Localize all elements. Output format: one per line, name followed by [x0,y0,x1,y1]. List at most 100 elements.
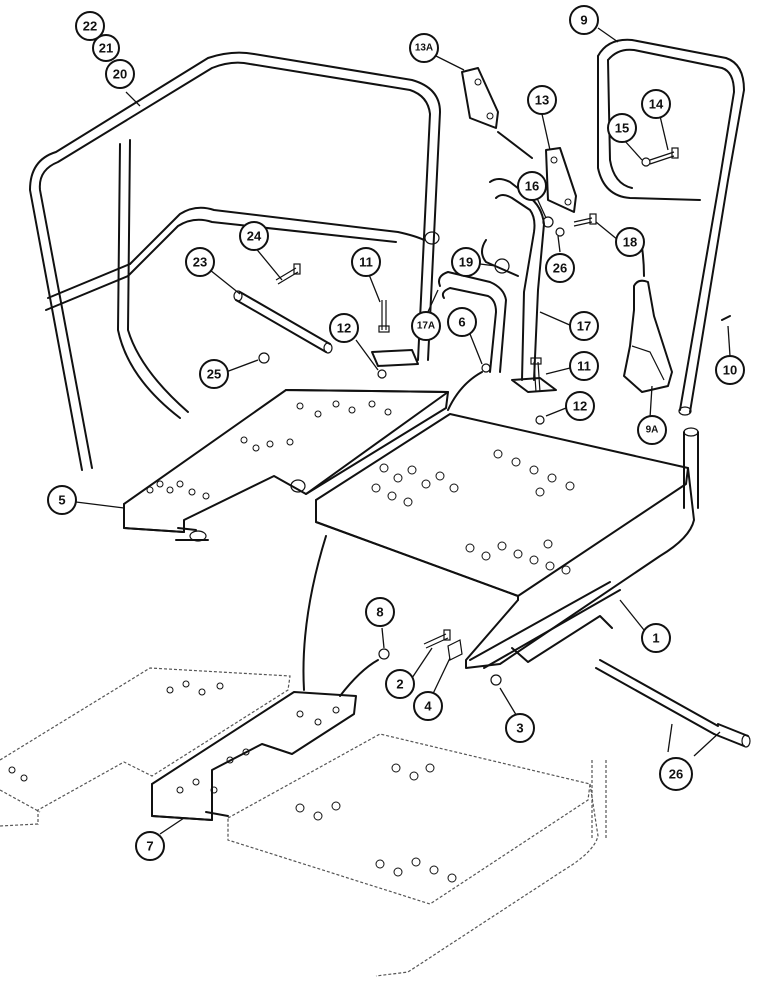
callout-label: 26 [553,261,567,276]
leader-lines [75,27,731,835]
rear-guard-rail [29,51,441,471]
callout-label: 20 [113,67,127,82]
callout-6: 6 [447,307,477,337]
callout-label: 6 [458,315,465,330]
rail-socket-post [683,427,699,509]
callout-3: 3 [505,713,535,743]
callout-label: 7 [146,839,153,854]
callout-19: 19 [451,247,481,277]
callout-label: 15 [615,121,629,136]
support-leg-17 [438,178,557,393]
ghost-step-extension [0,667,291,827]
callout-16: 16 [517,171,547,201]
callout-24: 24 [239,221,269,251]
pin-10 [721,315,731,321]
nut-8 [378,648,390,660]
callout-label: 21 [99,41,113,56]
callout-13: 13 [527,85,557,115]
callout-label: 22 [83,19,97,34]
bolt-11-upper [378,300,390,333]
callout-8: 8 [365,597,395,627]
bolt-14 [649,147,679,165]
callout-label: 5 [58,493,65,508]
callout-label: 14 [649,97,664,112]
rail-base-plate [371,349,419,367]
callout-9a: 9A [637,415,667,445]
callout-1: 1 [641,623,671,653]
callout-label: 11 [359,255,373,270]
callout-11-lower: 11 [569,351,599,381]
callout-2: 2 [385,669,415,699]
callout-22: 22 [75,11,105,41]
callout-label: 4 [424,699,432,714]
washer-15 [641,157,651,167]
nut-12-lower [535,415,545,425]
main-step-plate-1 [315,413,695,669]
callout-label: 3 [516,721,523,736]
callout-label: 24 [247,229,262,244]
callout-18: 18 [615,227,645,257]
bracket-13a [461,67,499,129]
assembly-line-a [302,535,327,691]
callout-13a: 13A [409,33,439,63]
callout-label: 9 [580,13,587,28]
step-extension-5 [123,389,449,542]
callout-15: 15 [607,113,637,143]
callout-label: 10 [723,363,737,378]
callout-label: 9A [646,425,659,436]
shaft-26 [595,659,751,748]
callout-17a: 17A [411,311,441,341]
callout-label: 8 [376,605,383,620]
callout-20: 20 [105,59,135,89]
bolt-11-lower [530,357,542,393]
washer-26 [555,227,565,237]
nut-6 [481,363,491,373]
callout-14: 14 [641,89,671,119]
clip-4 [447,639,463,661]
bracket-13 [545,147,577,213]
callout-label: 13 [535,93,549,108]
nut-25 [258,352,270,364]
callout-label: 2 [396,677,403,692]
callout-label: 17A [417,321,435,332]
callout-9: 9 [569,5,599,35]
callout-12-lower: 12 [565,391,595,421]
ghost-main-step-plate [227,733,607,977]
bracket-9a [623,279,673,393]
callout-label: 25 [207,367,221,382]
callout-label: 13A [415,43,433,54]
bolt-2 [423,629,451,649]
callout-25: 25 [199,359,229,389]
callout-label: 11 [577,359,591,374]
callout-7: 7 [135,831,165,861]
callout-23: 23 [185,247,215,277]
callout-21: 21 [92,34,120,62]
callout-17: 17 [569,311,599,341]
callout-label: 19 [459,255,473,270]
callout-label: 18 [623,235,637,250]
callout-label: 12 [573,399,587,414]
callout-label: 17 [577,319,591,334]
callout-5: 5 [47,485,77,515]
step-extension-7 [151,691,357,821]
callout-12-upper: 12 [329,313,359,343]
bolt-24 [275,263,301,285]
callout-label: 12 [337,321,351,336]
bolt-18 [573,213,597,227]
right-guard-rail [597,38,745,416]
callout-26-upper: 26 [545,253,575,283]
callout-26-lower: 26 [659,757,693,791]
flag-arrow-13 [497,131,533,159]
assembly-line-c [447,371,483,411]
callout-4: 4 [413,691,443,721]
callout-label: 23 [193,255,207,270]
callout-label: 16 [525,179,539,194]
callout-10: 10 [715,355,745,385]
nut-12-upper [377,369,387,379]
callout-label: 1 [652,631,659,646]
nut-3 [490,674,502,686]
callout-11-upper: 11 [351,247,381,277]
shaft-23 [233,290,333,354]
assembly-line-b [339,659,379,697]
